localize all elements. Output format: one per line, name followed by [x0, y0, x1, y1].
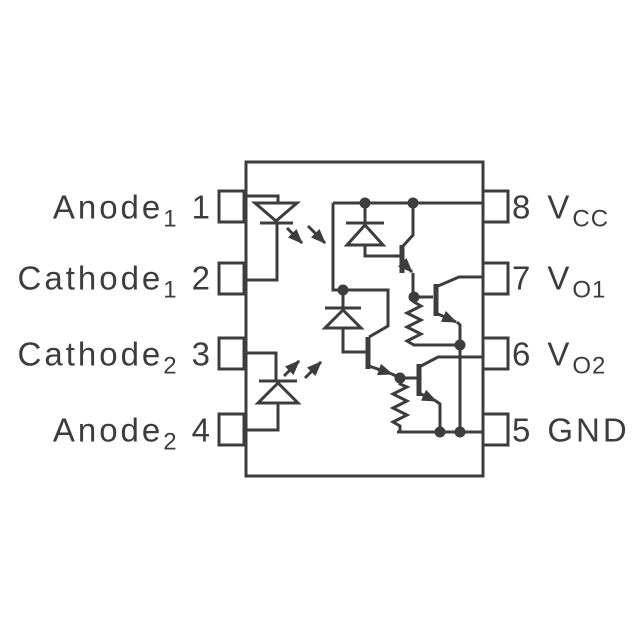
pd1-anode-wire — [363, 245, 400, 258]
pin8-name: V — [547, 188, 573, 226]
pin6-name: V — [547, 335, 573, 373]
pin8-subscript: CC — [572, 205, 610, 233]
led-channel-2 — [246, 351, 302, 432]
pin5-label: 5 GND — [512, 414, 630, 447]
pin6-pad — [481, 336, 510, 371]
transistor-q1 — [397, 203, 415, 297]
pin7-subscript: O1 — [572, 276, 607, 304]
pd2-triangle — [321, 307, 365, 330]
junction-dot — [454, 339, 466, 351]
pin2-pad — [217, 261, 246, 296]
led1-anode-wire — [246, 194, 280, 202]
pd1-triangle — [343, 222, 387, 247]
photodiode-channel-1 — [343, 205, 400, 258]
light-emission-arrows-channel-2 — [282, 359, 323, 380]
pin3-number: 3 — [191, 335, 213, 373]
led2-cathode-wire — [246, 351, 278, 380]
light-arrow-icon — [285, 226, 304, 245]
junction-dot — [434, 426, 446, 438]
resistor-channel-2 — [389, 378, 411, 432]
pin5-pad — [481, 412, 510, 447]
photodiode-channel-2 — [321, 292, 366, 354]
q4-emitter-wire — [435, 399, 442, 432]
pin5-name: GND — [547, 411, 630, 449]
pin1-number: 1 — [191, 188, 213, 226]
pin1-subscript: 1 — [163, 205, 178, 233]
vcc-feed-channel-2 — [331, 203, 390, 339]
transistor-q2 — [414, 275, 483, 345]
q2-emitter-wire — [455, 320, 462, 345]
junction-dot — [337, 284, 349, 296]
pin5-number: 5 — [512, 411, 534, 449]
pin4-name: Anode — [52, 411, 164, 449]
pd2-anode-wire — [341, 328, 366, 354]
junction-dot — [359, 197, 371, 209]
pin8-number: 8 — [512, 188, 534, 226]
led2-anode-wire — [246, 403, 280, 432]
junction-dot — [408, 291, 420, 303]
led-channel-1 — [246, 194, 302, 282]
led2-triangle — [254, 380, 302, 405]
pin4-number: 4 — [191, 411, 213, 449]
q4-collector-vo2-wire — [420, 355, 483, 368]
q1-emitter-arrow — [397, 257, 414, 274]
pin2-number: 2 — [191, 259, 213, 297]
pin2-subscript: 1 — [163, 276, 178, 304]
q2-collector-vo1-wire — [437, 275, 483, 288]
pin4-pad — [217, 412, 246, 447]
pin3-name: Cathode — [17, 335, 164, 373]
transistor-q3 — [365, 337, 401, 380]
pin7-pad — [481, 261, 510, 296]
junction-dot — [394, 372, 406, 384]
pin6-number: 6 — [512, 335, 534, 373]
transistor-q4 — [400, 355, 483, 432]
junction-dots — [337, 197, 466, 438]
ic-body-outline — [244, 160, 485, 478]
q2-emitter-arrow — [437, 310, 458, 324]
pin7-name: V — [547, 259, 573, 297]
q3-emitter-arrow — [368, 363, 394, 376]
led1-triangle — [250, 201, 302, 223]
junction-dot — [454, 426, 466, 438]
light-arrow-icon — [306, 224, 327, 245]
pin2-name: Cathode — [17, 259, 164, 297]
pin1-pad — [217, 189, 246, 224]
pin4-subscript: 2 — [163, 428, 178, 456]
pin8-pad — [481, 189, 510, 224]
q1-collector — [401, 203, 415, 248]
resistor-channel-1 — [403, 297, 460, 347]
q4-emitter-arrow — [420, 389, 438, 403]
pin6-subscript: O2 — [572, 352, 607, 380]
pin7-number: 7 — [512, 259, 534, 297]
pin3-subscript: 2 — [163, 352, 178, 380]
junction-dot — [407, 197, 419, 209]
light-emission-arrows-channel-1 — [285, 224, 327, 245]
led1-cathode-wire — [246, 224, 279, 282]
pin1-name: Anode — [52, 188, 164, 226]
light-arrow-icon — [303, 360, 323, 380]
pin3-pad — [217, 336, 246, 371]
light-arrow-icon — [282, 359, 301, 378]
